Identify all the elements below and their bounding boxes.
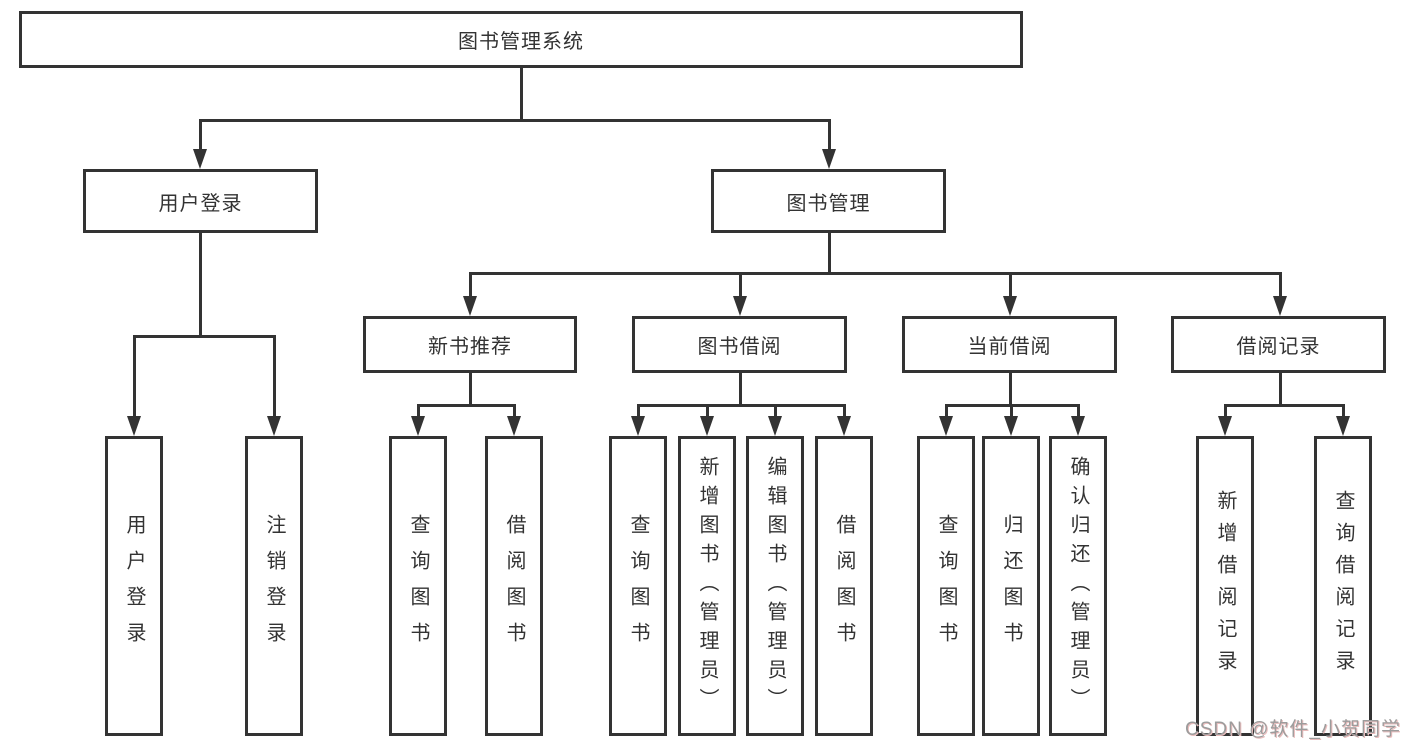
leaf-label: 编辑图书（管理员） [764, 455, 786, 717]
leaf-add-borrow-record: 新增借阅记录 [1196, 436, 1254, 736]
connector-line [774, 404, 777, 417]
leaf-label: 新增图书（管理员） [696, 455, 718, 717]
arrow-down-icon [411, 416, 425, 436]
arrow-down-icon [193, 149, 207, 169]
arrow-down-icon [1218, 416, 1232, 436]
arrow-down-icon [463, 296, 477, 316]
connector-line [739, 272, 742, 297]
leaf-add-book-admin: 新增图书（管理员） [678, 436, 736, 736]
arrow-down-icon [127, 416, 141, 436]
node-label: 用户登录 [158, 192, 243, 215]
connector-line [706, 404, 709, 417]
node-label: 借阅记录 [1236, 336, 1321, 358]
arrow-down-icon [822, 149, 836, 169]
leaf-label: 新增借阅记录 [1214, 490, 1236, 682]
connector-line [1077, 404, 1080, 417]
leaf-label: 借阅图书 [503, 514, 525, 658]
leaf-logout: 注销登录 [245, 436, 303, 736]
node-root-library-system: 图书管理系统 [19, 11, 1023, 68]
leaf-query-book-current: 查询图书 [917, 436, 975, 736]
node-new-book-recommend: 新书推荐 [363, 316, 577, 373]
connector-line [199, 119, 831, 122]
node-label: 当前借阅 [967, 336, 1052, 358]
node-book-management: 图书管理 [711, 169, 946, 233]
arrow-down-icon [267, 416, 281, 436]
connector-line [739, 373, 742, 407]
arrow-down-icon [1004, 416, 1018, 436]
arrow-down-icon [1003, 296, 1017, 316]
connector-line [199, 119, 202, 150]
connector-line [1010, 404, 1013, 417]
connector-line [417, 404, 516, 407]
leaf-query-borrow-record: 查询借阅记录 [1314, 436, 1372, 736]
leaf-query-book-recommend: 查询图书 [389, 436, 447, 736]
connector-line [637, 404, 640, 417]
arrow-down-icon [507, 416, 521, 436]
leaf-label: 确认归还（管理员） [1067, 455, 1089, 717]
connector-line [469, 272, 1281, 275]
connector-line [1224, 404, 1344, 407]
node-user-login: 用户登录 [83, 169, 318, 233]
connector-line [828, 233, 831, 274]
connector-line [133, 335, 275, 338]
arrow-down-icon [939, 416, 953, 436]
connector-line [1009, 373, 1012, 407]
arrow-down-icon [768, 416, 782, 436]
leaf-label: 查询借阅记录 [1332, 490, 1354, 682]
connector-line [1279, 373, 1282, 407]
csdn-watermark: CSDN @软件_小贺同学 [1185, 719, 1401, 740]
arrow-down-icon [1273, 296, 1287, 316]
leaf-borrow-book-borrow: 借阅图书 [815, 436, 873, 736]
connector-line [1279, 272, 1282, 297]
leaf-label: 查询图书 [627, 514, 649, 658]
leaf-user-login: 用户登录 [105, 436, 163, 736]
arrow-down-icon [837, 416, 851, 436]
arrow-down-icon [1336, 416, 1350, 436]
connector-line [1009, 272, 1012, 297]
connector-line [843, 404, 846, 417]
leaf-return-book: 归还图书 [982, 436, 1040, 736]
node-borrow-record: 借阅记录 [1171, 316, 1386, 373]
node-label: 新书推荐 [428, 336, 512, 358]
connector-line [513, 404, 516, 417]
connector-line [637, 404, 845, 407]
connector-line [1224, 404, 1227, 417]
connector-line [273, 335, 276, 417]
connector-line [469, 272, 472, 297]
node-label: 图书管理 [786, 192, 871, 215]
leaf-edit-book-admin: 编辑图书（管理员） [746, 436, 804, 736]
connector-line [417, 404, 420, 417]
arrow-down-icon [733, 296, 747, 316]
leaf-query-book-borrow: 查询图书 [609, 436, 667, 736]
connector-line [469, 373, 472, 407]
leaf-label: 归还图书 [1000, 514, 1022, 658]
leaf-label: 借阅图书 [833, 514, 855, 658]
leaf-label: 查询图书 [407, 514, 429, 658]
leaf-borrow-book-recommend: 借阅图书 [485, 436, 543, 736]
leaf-label: 用户登录 [123, 514, 145, 658]
node-book-borrow: 图书借阅 [632, 316, 847, 373]
arrow-down-icon [1071, 416, 1085, 436]
leaf-confirm-return-admin: 确认归还（管理员） [1049, 436, 1107, 736]
leaf-label: 注销登录 [263, 514, 285, 658]
connector-line [133, 335, 136, 417]
node-current-borrow: 当前借阅 [902, 316, 1117, 373]
connector-line [199, 233, 202, 336]
node-label: 图书管理系统 [458, 31, 584, 53]
connector-line [520, 67, 523, 120]
arrow-down-icon [700, 416, 714, 436]
leaf-label: 查询图书 [935, 514, 957, 658]
connector-line [828, 119, 831, 150]
arrow-down-icon [631, 416, 645, 436]
connector-line [945, 404, 948, 417]
node-label: 图书借阅 [697, 336, 782, 358]
connector-line [1342, 404, 1345, 417]
